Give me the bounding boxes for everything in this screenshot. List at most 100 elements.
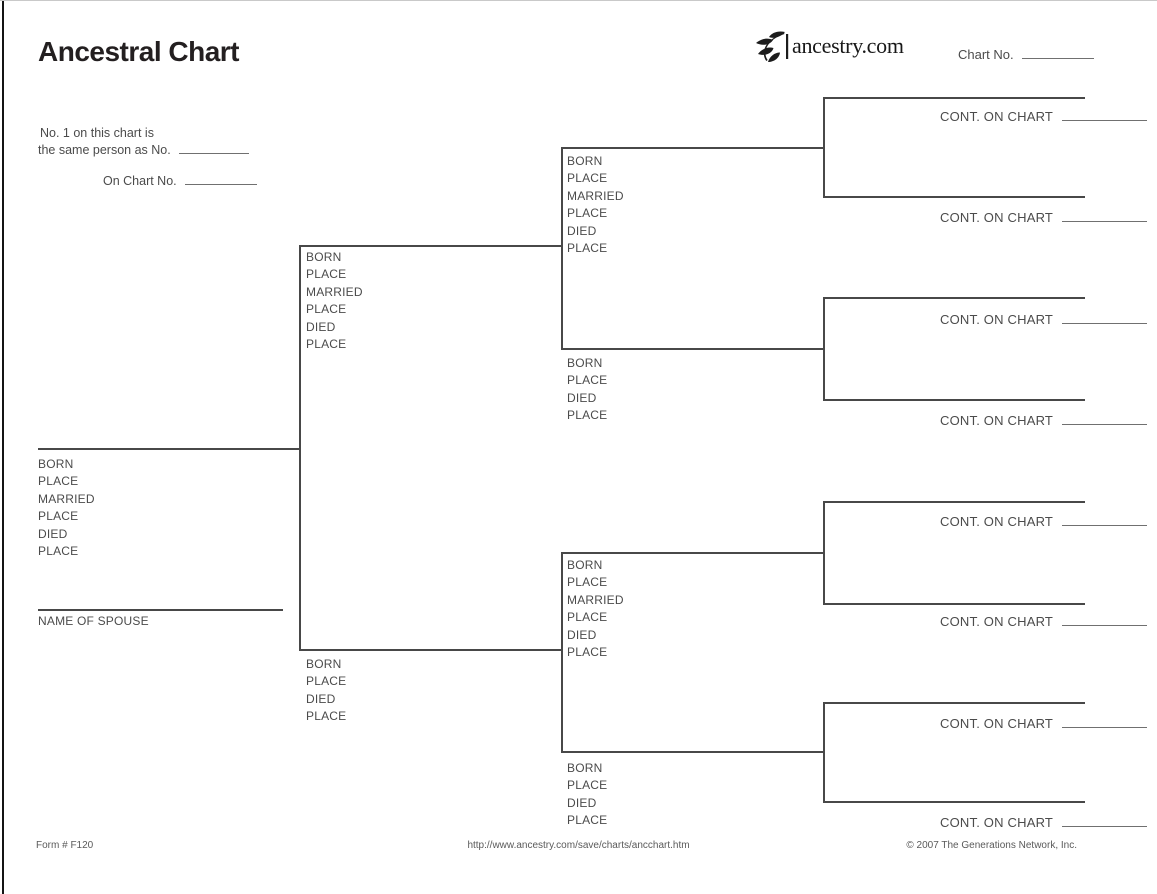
chart-no-blank: [1022, 48, 1095, 59]
field-label: PLACE: [306, 337, 347, 352]
cont-label: CONT. ON CHART: [940, 514, 1053, 529]
field-label: PLACE: [306, 709, 347, 724]
cont-slot-12: CONT. ON CHART: [940, 514, 1147, 529]
cont-label: CONT. ON CHART: [940, 109, 1053, 124]
cont-label: CONT. ON CHART: [940, 815, 1053, 830]
page-top-border: [0, 0, 1157, 1]
field-label: PLACE: [306, 674, 347, 689]
cont-slot-15: CONT. ON CHART: [940, 815, 1147, 830]
cont-label: CONT. ON CHART: [940, 716, 1053, 731]
cont-blank: [1061, 515, 1147, 526]
field-label: MARRIED: [38, 491, 95, 506]
cont-label: CONT. ON CHART: [940, 614, 1053, 629]
cont-blank: [1061, 615, 1147, 626]
bracket-gen3-b: [561, 552, 563, 753]
field-label: PLACE: [38, 474, 79, 489]
field-label: PLACE: [567, 778, 608, 793]
field-label: PLACE: [567, 373, 608, 388]
field-label: DIED: [567, 390, 597, 405]
field-label: MARRIED: [567, 592, 624, 607]
field-label: PLACE: [567, 171, 608, 186]
person-1-fields: BORN PLACE MARRIED PLACE DIED PLACE: [38, 456, 95, 560]
field-label: DIED: [567, 223, 597, 238]
person-8-line: [823, 97, 1085, 99]
person-15-line: [823, 801, 1085, 803]
field-label: PLACE: [567, 241, 608, 256]
bracket-gen4-a: [823, 97, 825, 198]
ancestry-leaf-icon: [753, 30, 789, 63]
person-9-line: [823, 196, 1085, 198]
person-7-line: [561, 751, 823, 753]
cont-slot-10: CONT. ON CHART: [940, 312, 1147, 327]
field-label: PLACE: [38, 544, 79, 559]
cont-blank: [1061, 313, 1147, 324]
field-label: BORN: [306, 657, 342, 671]
cont-blank: [1061, 717, 1147, 728]
cont-slot-14: CONT. ON CHART: [940, 716, 1147, 731]
person-3-fields: BORN PLACE DIED PLACE: [306, 656, 346, 726]
field-label: BORN: [567, 356, 603, 370]
cont-blank: [1061, 110, 1147, 121]
person-2-line: [299, 245, 561, 247]
person-12-line: [823, 501, 1085, 503]
person-14-line: [823, 702, 1085, 704]
field-label: DIED: [567, 627, 597, 642]
same-person-label: the same person as No.: [38, 143, 171, 157]
bracket-gen4-c: [823, 501, 825, 605]
bracket-gen3-a: [561, 147, 563, 350]
ancestry-logo-text: ancestry.com: [792, 32, 904, 58]
chart-no-field: Chart No.: [958, 47, 1095, 62]
field-label: PLACE: [306, 267, 347, 282]
person-5-line: [561, 348, 823, 350]
field-label: PLACE: [567, 645, 608, 660]
cont-slot-13: CONT. ON CHART: [940, 614, 1147, 629]
field-label: BORN: [567, 558, 603, 572]
footer-url: http://www.ancestry.com/save/charts/ancc…: [467, 840, 690, 851]
same-person-blank: [179, 143, 250, 154]
person-6-fields: BORN PLACE MARRIED PLACE DIED PLACE: [567, 557, 624, 661]
cont-label: CONT. ON CHART: [940, 210, 1053, 225]
field-label: PLACE: [567, 206, 608, 221]
footer-copyright: © 2007 The Generations Network, Inc.: [906, 840, 1077, 851]
spouse-line: [38, 609, 283, 611]
person-6-line: [561, 552, 823, 554]
identity-line3: On Chart No.: [103, 174, 258, 188]
field-label: PLACE: [567, 610, 608, 625]
field-label: DIED: [38, 526, 68, 541]
bracket-gen4-b: [823, 297, 825, 401]
person-7-fields: BORN PLACE DIED PLACE: [567, 760, 607, 830]
cont-slot-9: CONT. ON CHART: [940, 210, 1147, 225]
identity-line2: the same person as No.: [38, 143, 250, 157]
cont-slot-8: CONT. ON CHART: [940, 109, 1147, 124]
cont-label: CONT. ON CHART: [940, 413, 1053, 428]
person-2-fields: BORN PLACE MARRIED PLACE DIED PLACE: [306, 249, 363, 353]
person-3-line: [299, 649, 561, 651]
cont-label: CONT. ON CHART: [940, 312, 1053, 327]
person-13-line: [823, 603, 1085, 605]
field-label: BORN: [567, 761, 603, 775]
field-label: PLACE: [567, 813, 608, 828]
bracket-gen2: [299, 245, 301, 651]
person-1-line: [38, 448, 299, 450]
on-chart-no-blank: [185, 174, 258, 185]
field-label: PLACE: [567, 408, 608, 423]
person-11-line: [823, 399, 1085, 401]
field-label: BORN: [567, 154, 603, 168]
person-10-line: [823, 297, 1085, 299]
field-label: BORN: [306, 250, 342, 264]
field-label: MARRIED: [306, 284, 363, 299]
field-label: DIED: [567, 795, 597, 810]
cont-blank: [1061, 414, 1147, 425]
ancestry-logo: ancestry.com: [753, 30, 904, 63]
field-label: DIED: [306, 691, 336, 706]
person-5-fields: BORN PLACE DIED PLACE: [567, 355, 607, 425]
field-label: PLACE: [38, 509, 79, 524]
bracket-gen4-d: [823, 702, 825, 803]
identity-line1: No. 1 on this chart is: [40, 126, 154, 140]
page-title: Ancestral Chart: [38, 36, 240, 67]
field-label: DIED: [306, 319, 336, 334]
chart-no-label: Chart No.: [958, 47, 1014, 62]
field-label: PLACE: [567, 575, 608, 590]
form-number: Form # F120: [36, 840, 94, 851]
